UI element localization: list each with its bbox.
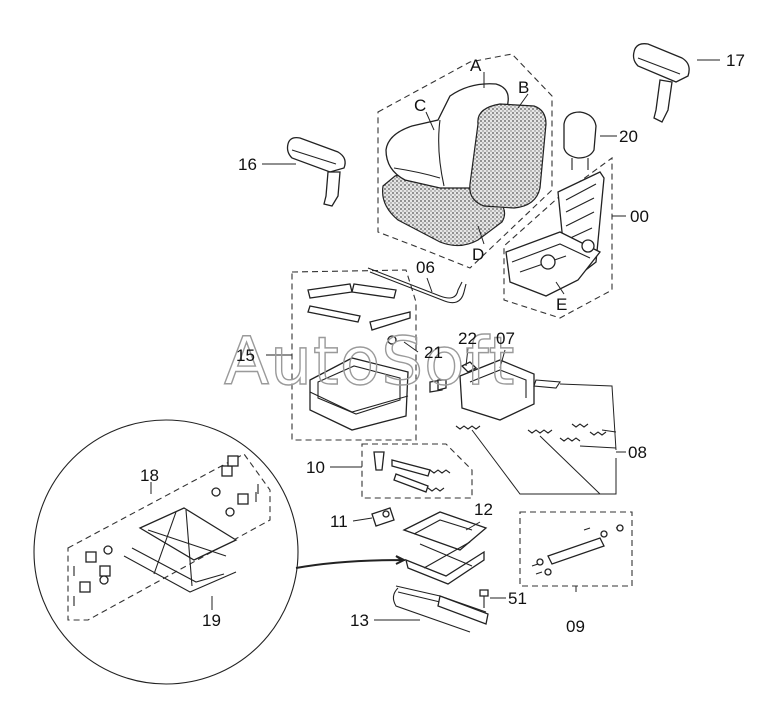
seat-frame-assembly [503,156,613,319]
mounting-set [291,269,417,441]
callout-B: B [518,78,529,97]
callout-08: 08 [628,443,647,462]
callout-09: 09 [566,617,585,636]
callout-21: 21 [424,343,443,362]
springs [455,423,607,442]
callout-15: 15 [236,346,255,365]
callout-13: 13 [350,611,369,630]
callout-51: 51 [508,589,527,608]
headrest [563,111,597,170]
callout-11: 11 [330,512,348,531]
watermark: AutoSoft [224,323,515,400]
callout-12: 12 [474,500,493,519]
detail-pointer-arrow [295,555,407,569]
callout-19: 19 [202,611,221,630]
callout-E: E [556,295,567,314]
callout-00: 00 [630,207,649,226]
suspension-block [429,359,561,421]
screw [479,589,489,608]
callout-C: C [414,96,426,115]
armrest-right [632,43,690,123]
callout-D: D [472,245,484,264]
cable [367,267,467,304]
detail-view [33,419,299,685]
scissor-lift [402,511,488,585]
bracket [371,507,395,527]
callout-A: A [470,56,482,75]
handle [392,585,489,633]
callout-06: 06 [416,258,435,277]
callout-10: 10 [306,458,325,477]
callout-22: 22 [458,329,477,348]
callout-17: 17 [726,51,745,70]
shock-absorber-kit [519,511,633,587]
callout-07: 07 [496,329,515,348]
callout-16: 16 [238,155,257,174]
armrest-left [286,136,346,207]
callout-20: 20 [619,127,638,146]
callout-labels: A B C D E 00 06 07 08 09 10 11 12 13 15 … [140,51,745,636]
callout-18: 18 [140,466,159,485]
leader-lines [150,59,720,621]
adjuster-parts [361,443,473,499]
seat-cushion-assembly [377,53,553,269]
